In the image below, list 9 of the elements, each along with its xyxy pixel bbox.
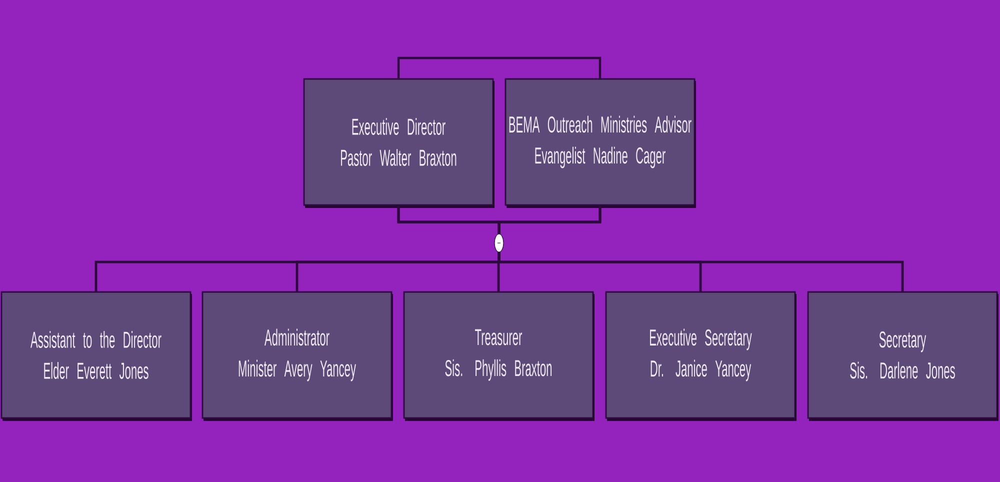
- org-box: BEMA Outreach Ministries Advisor Evangelist Nadine Cager: [504, 78, 696, 208]
- org-box: Treasurer Sis. Phyllis Braxton: [403, 291, 594, 421]
- connector-line: [498, 206, 904, 292]
- org-box: Administrator Minister Avery Yancey: [202, 291, 393, 421]
- org-box: Assistant to the Director Elder Everett Jones: [0, 291, 192, 421]
- org-box: Secretary Sis. Darlene Jones: [807, 291, 999, 421]
- org-box: Executive Secretary Dr. Janice Yancey: [605, 291, 796, 421]
- connector-line: [397, 56, 602, 78]
- org-box: Executive Director Pastor Walter Braxton: [303, 78, 494, 208]
